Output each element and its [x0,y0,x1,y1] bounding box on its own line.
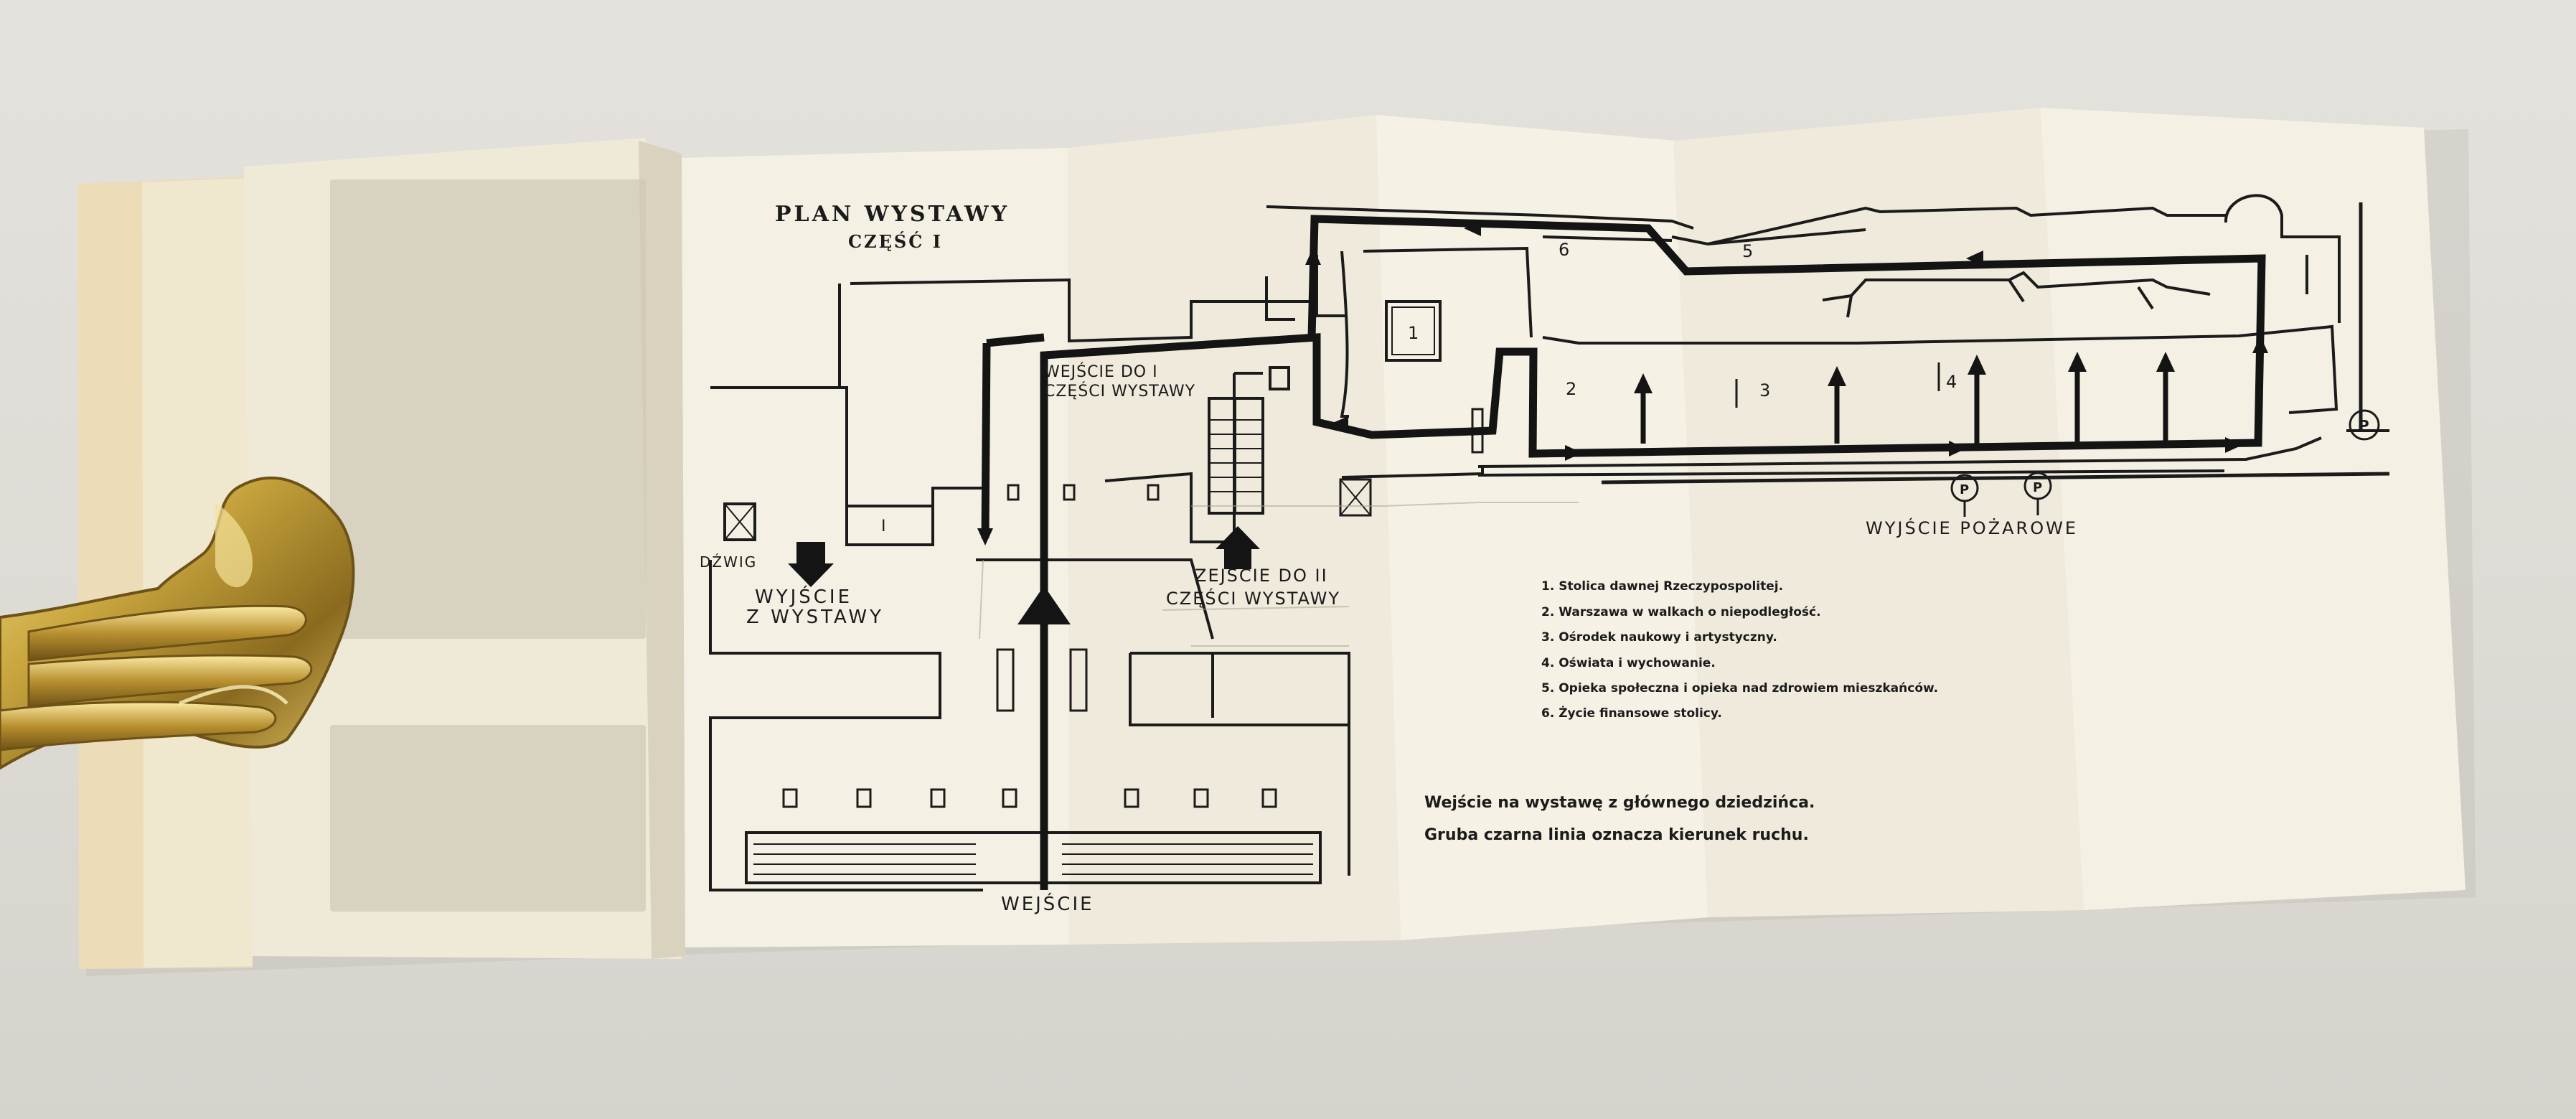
legend-item-2: 2. Warszawa w walkach o niepodległość. [1541,605,1821,619]
room-number-1: 1 [1408,323,1419,343]
entrance-label: WEJŚCIE [1001,892,1094,915]
p-markers [1950,409,2380,517]
p-marker-3: P [2033,480,2042,495]
fire-exit-label: WYJŚCIE POŻAROWE [1866,517,2078,538]
p-marker-1: P [2359,417,2369,434]
book [77,138,685,969]
brass-hand-clip [0,477,355,770]
room-number-3: 3 [1759,380,1770,401]
legend-item-5: 5. Opieka społeczna i opieka nad zdrowie… [1541,681,1938,696]
room-i-label: I [881,518,886,535]
big-arrows [788,526,1260,624]
p-marker-labels: P P P [1960,417,2369,497]
entrance-part1-line2: CZĘŚCI WYSTAWY [1044,382,1195,401]
legend-note-1: Wejście na wystawę z głównego dziedzińca… [1424,794,1815,812]
exit-label-line1: WYJŚCIE [755,585,852,608]
faint-lines [979,502,1579,647]
room-number-2: 2 [1566,379,1576,399]
legend: 1. Stolica dawnej Rzeczypospolitej. 2. W… [1424,579,1938,844]
legend-item-3: 3. Ośrodek naukowy i artystyczny. [1541,630,1777,645]
floor-plan [709,194,2390,891]
descent-label-line2: CZĘŚCI WYSTAWY [1166,587,1340,609]
room-number-6: 6 [1559,240,1569,260]
room-number-5: 5 [1742,241,1753,261]
route-line [981,215,2266,890]
lift-label: DŹWIG [700,553,757,571]
room-numbers: 1 2 3 4 5 6 [1408,240,1957,401]
legend-item-4: 4. Oświata i wychowanie. [1541,656,1716,670]
map-sheet [682,108,2465,947]
exit-label-line2: Z WYSTAWY [746,607,884,628]
plan-labels: PLAN WYSTAWY CZĘŚĆ I DŹWIG WYJŚCIE Z WYS… [700,202,2078,915]
plan-title: PLAN WYSTAWY [775,202,1010,227]
p-marker-2: P [1960,482,1969,497]
legend-item-6: 6. Życie finansowe stolicy. [1541,705,1722,721]
descent-label-line1: ZEJŚCIE DO II [1195,564,1328,586]
legend-note-2: Gruba czarna linia oznacza kierunek ruch… [1424,826,1809,844]
section-arrows [1634,352,2175,444]
entrance-part1-line1: WEJŚCIE DO I [1044,362,1158,381]
legend-item-1: 1. Stolica dawnej Rzeczypospolitej. [1541,579,1783,594]
room-number-4: 4 [1946,372,1957,392]
plan-part: CZĘŚĆ I [848,231,943,252]
